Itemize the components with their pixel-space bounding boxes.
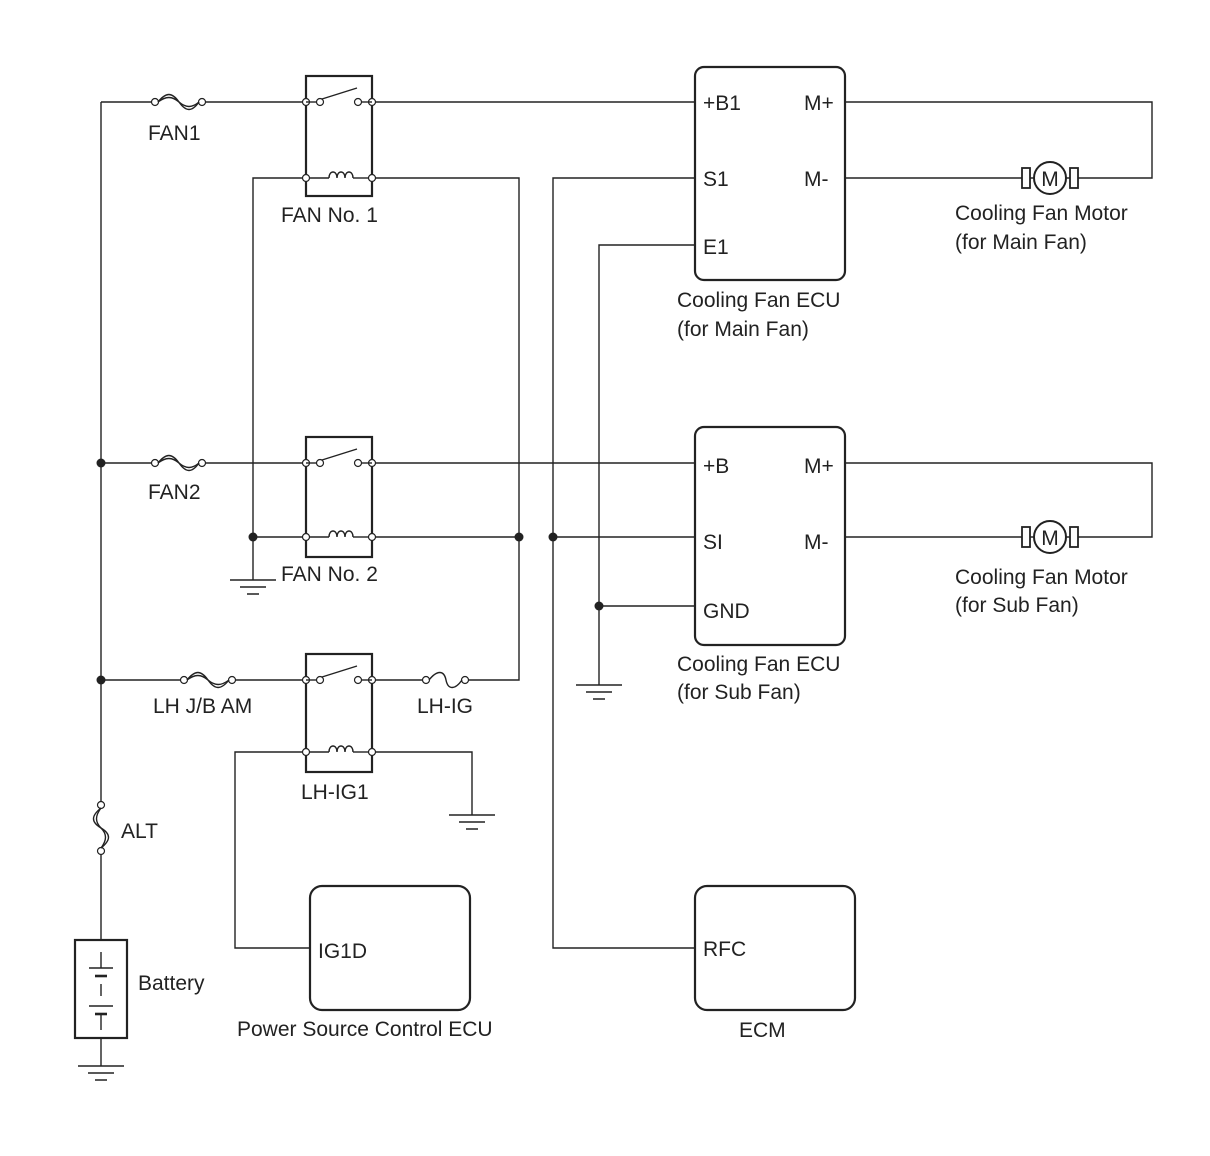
pin-si: SI	[703, 531, 723, 554]
relay-lh-ig1: LH-IG1	[301, 652, 377, 804]
motor-icon: M	[1041, 168, 1059, 191]
junction-dot	[248, 532, 258, 542]
relay-lh-ig1-label: LH-IG1	[301, 781, 369, 804]
battery: Battery	[73, 938, 205, 1040]
cooling-fan-motor-sub-label: Cooling Fan Motor	[955, 566, 1128, 589]
fuse-fan1-label: FAN1	[148, 122, 201, 145]
pin-b: +B	[703, 455, 729, 478]
pin-s1: S1	[703, 168, 729, 191]
cooling-fan-motor-main: M Cooling Fan Motor (for Main Fan)	[955, 161, 1128, 254]
pin-m-plus: M+	[804, 455, 834, 478]
wire-e1-ground	[598, 244, 695, 685]
wire-relay1-coil-right	[372, 177, 520, 681]
fuse-lh-ig-label: LH-IG	[417, 695, 473, 718]
fuse-alt-label: ALT	[121, 820, 158, 843]
pin-e1: E1	[703, 236, 729, 259]
wire-relay3-coil-left	[234, 751, 310, 949]
pin-m-minus: M-	[804, 168, 829, 191]
relay-fan-no2-label: FAN No. 2	[281, 563, 378, 586]
pin-m-plus: M+	[804, 92, 834, 115]
cooling-fan-ecu-main: +B1 S1 E1 M+ M- Cooling Fan ECU (for Mai…	[677, 65, 847, 341]
cooling-fan-motor-main-sublabel: (for Main Fan)	[955, 231, 1087, 254]
cooling-fan-ecu-sub-sublabel: (for Sub Fan)	[677, 681, 801, 704]
wire-main-mplus	[845, 101, 1153, 179]
junction-dot	[548, 532, 558, 542]
battery-label: Battery	[138, 972, 205, 995]
ecm: RFC ECM	[693, 884, 857, 1042]
ground-icon	[78, 1065, 124, 1081]
ground-icon	[576, 684, 622, 700]
wire-relay1-coil-left	[252, 177, 306, 580]
cooling-fan-motor-main-label: Cooling Fan Motor	[955, 202, 1128, 225]
relay-fan-no2: FAN No. 2	[281, 435, 378, 586]
cooling-fan-ecu-main-label: Cooling Fan ECU	[677, 289, 840, 312]
ground-icon	[230, 579, 276, 595]
cooling-fan-motor-sub-sublabel: (for Sub Fan)	[955, 594, 1079, 617]
junction-dot	[96, 458, 106, 468]
fuse-fan2: FAN2	[148, 454, 207, 504]
cooling-fan-ecu-sub-label: Cooling Fan ECU	[677, 653, 840, 676]
pin-b1: +B1	[703, 92, 741, 115]
wire-s1-signal	[552, 177, 695, 949]
pin-m-minus: M-	[804, 531, 829, 554]
power-source-control-ecu-label: Power Source Control ECU	[237, 1018, 493, 1041]
power-source-control-ecu: IG1D Power Source Control ECU	[237, 884, 493, 1041]
pin-rfc: RFC	[703, 938, 746, 961]
junction-dots	[96, 458, 604, 685]
junction-dot	[96, 675, 106, 685]
cooling-fan-ecu-sub: +B SI GND M+ M- Cooling Fan ECU (for Sub…	[677, 425, 847, 704]
wires	[100, 101, 1153, 1066]
ground-icon	[449, 814, 495, 830]
fuse-alt: ALT	[92, 800, 158, 856]
wire-sub-mplus	[845, 462, 1153, 538]
junction-dot	[514, 532, 524, 542]
ecm-label: ECM	[739, 1019, 786, 1042]
pin-gnd: GND	[703, 600, 750, 623]
fuse-lh-ig: LH-IG	[417, 671, 473, 718]
fuse-lh-jb-am-label: LH J/B AM	[153, 695, 252, 718]
junction-dot	[594, 601, 604, 611]
fuse-lh-jb-am: LH J/B AM	[153, 671, 252, 718]
relay-fan-no1: FAN No. 1	[281, 74, 378, 227]
fuse-fan2-label: FAN2	[148, 481, 201, 504]
relay-fan-no1-label: FAN No. 1	[281, 204, 378, 227]
cooling-fan-motor-sub: M Cooling Fan Motor (for Sub Fan)	[955, 520, 1128, 617]
wire-relay3-coil-right	[372, 751, 473, 815]
motor-icon: M	[1041, 527, 1059, 550]
battery-cells-icon	[89, 952, 113, 1030]
pin-ig1d: IG1D	[318, 940, 367, 963]
fuse-fan1: FAN1	[148, 93, 207, 145]
cooling-fan-ecu-main-sublabel: (for Main Fan)	[677, 318, 809, 341]
